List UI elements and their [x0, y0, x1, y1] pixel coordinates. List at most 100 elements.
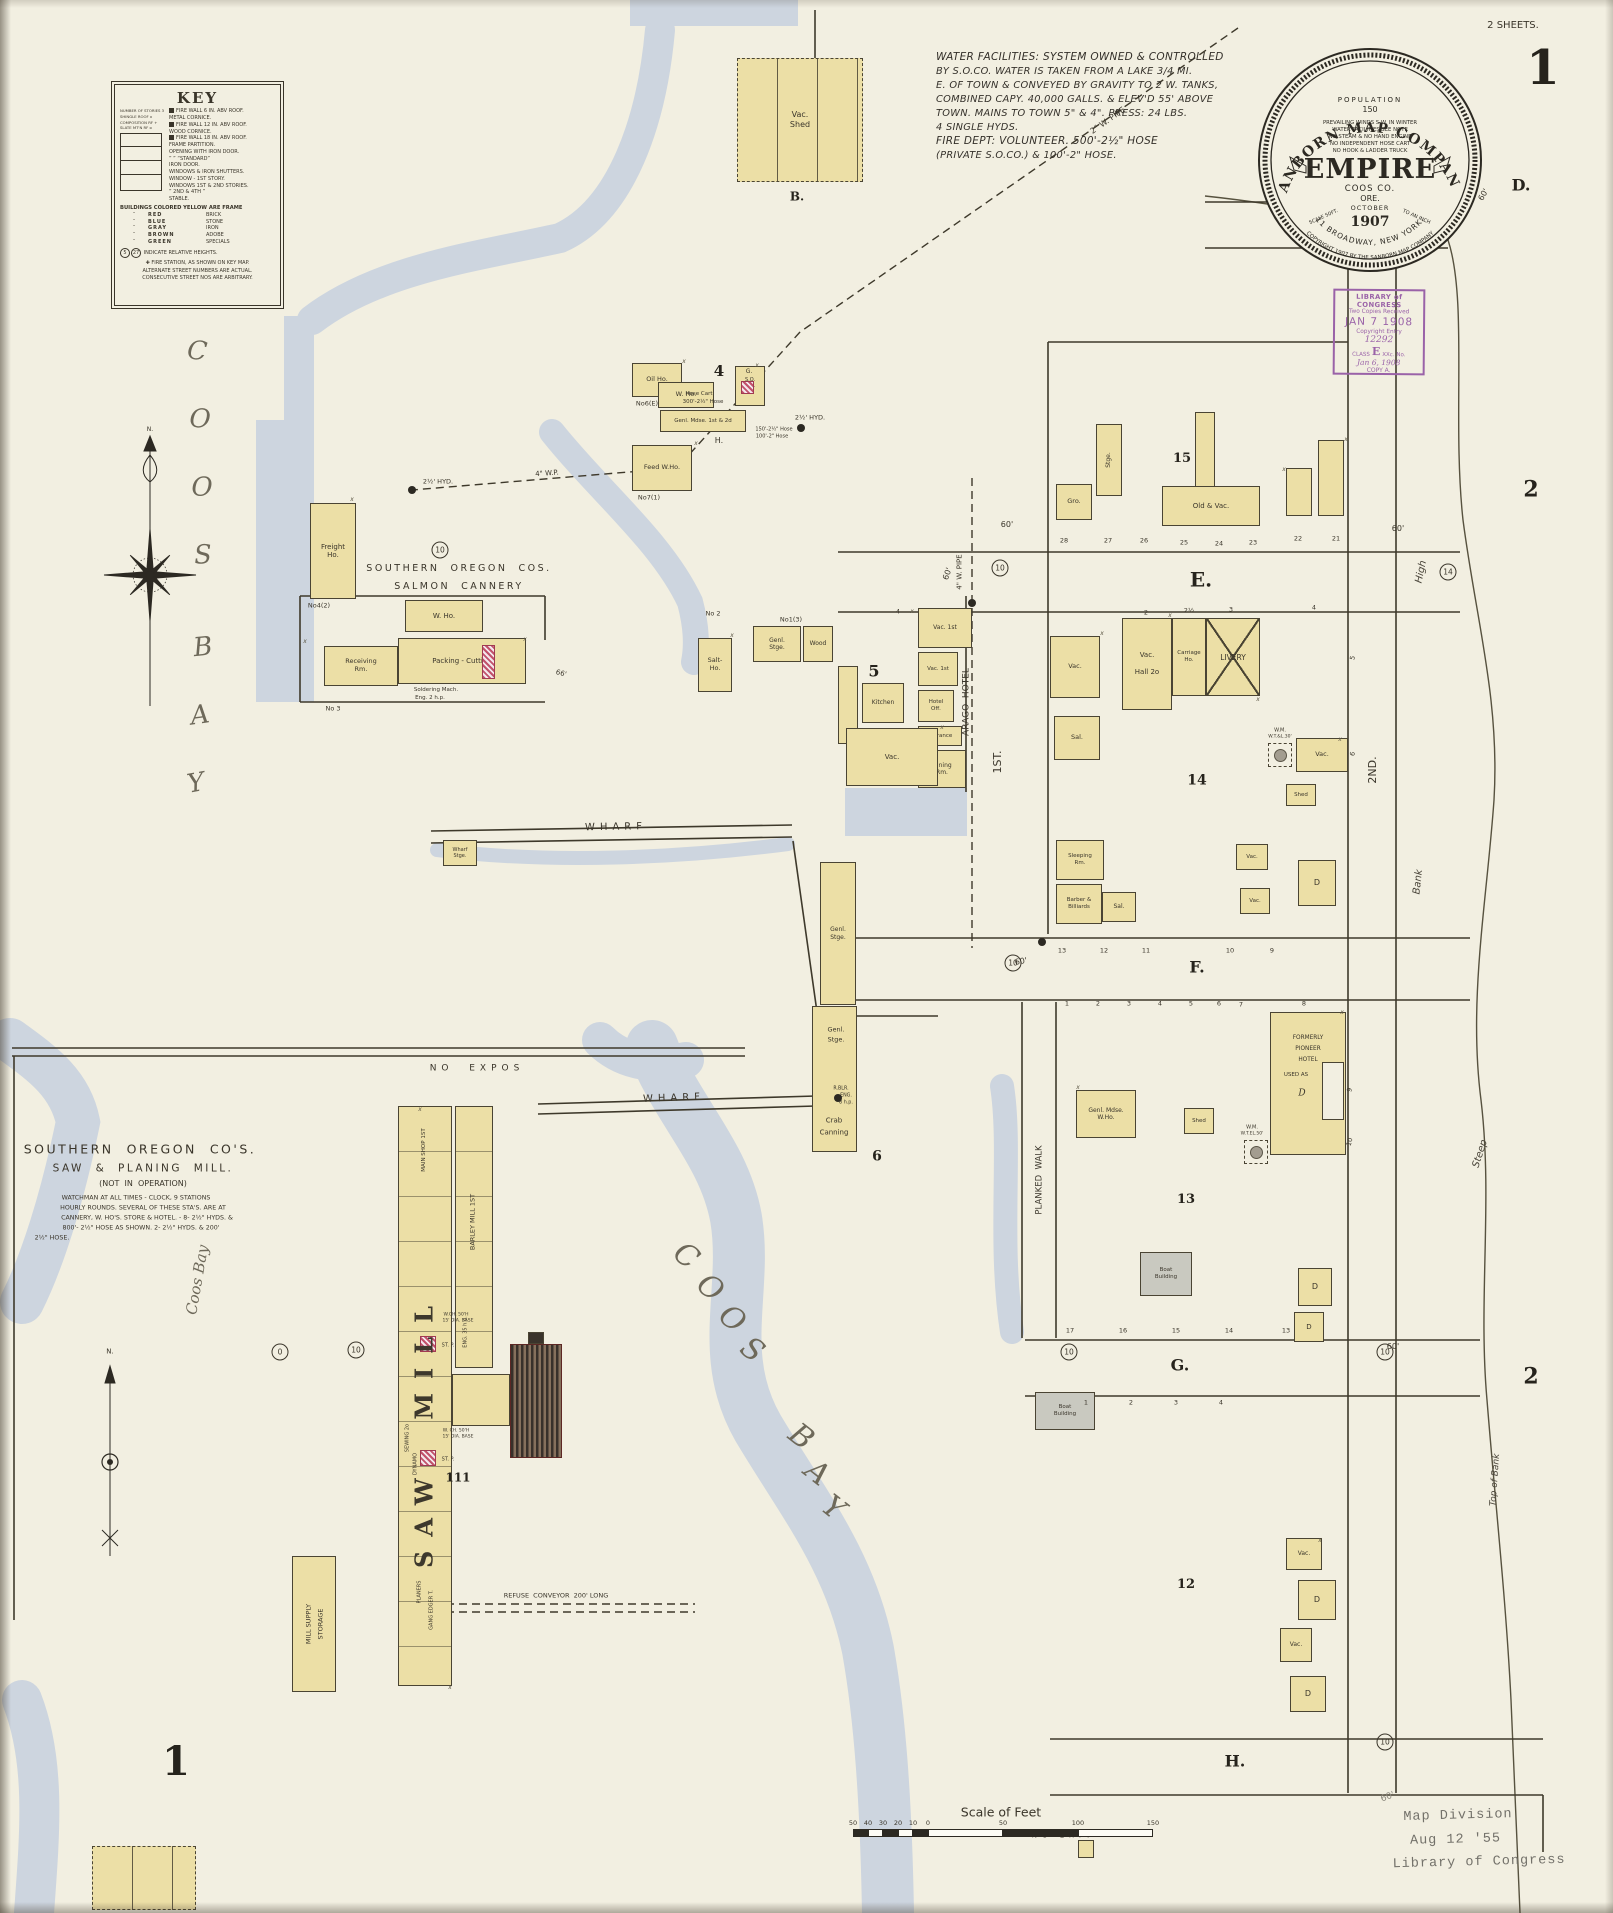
- map-label: No1(3): [779, 615, 803, 624]
- map-label: x: [1282, 465, 1286, 473]
- building: Boat Building: [1140, 1252, 1192, 1296]
- map-label: STORAGE: [316, 1608, 325, 1640]
- map-label: 10: [1225, 946, 1235, 955]
- building: Hotel Off.: [918, 690, 954, 722]
- building: Vac.: [846, 728, 938, 786]
- building: Kitchen: [862, 683, 904, 723]
- map-label: 7: [1238, 1000, 1244, 1009]
- map-label: x: [448, 1683, 452, 1691]
- scale-bar-segment: [853, 1829, 868, 1837]
- building: Wood: [803, 626, 833, 662]
- building-label: D: [1313, 878, 1321, 888]
- building-label: Vac. 1st: [933, 624, 957, 632]
- building-label: Vac.: [1289, 1641, 1303, 1649]
- map-label: C: [185, 335, 209, 368]
- map-label: ST. P.: [441, 1456, 455, 1463]
- map-label: D: [1298, 1088, 1306, 1099]
- scale-bar-segment: [1003, 1829, 1078, 1837]
- map-label: 23: [1248, 538, 1258, 547]
- compass-rose-icon: [103, 434, 197, 706]
- seal-note: NO INDEPENDENT HOSE CART: [1330, 141, 1411, 147]
- map-label: 12: [1099, 946, 1109, 955]
- building-label: Old & Vac.: [1192, 501, 1230, 510]
- water-note-line: 4 SINGLE HYDS.: [936, 121, 1019, 133]
- sanborn-seal: SANBORN MAP COMPANY. COPYRIGHT 1907 BY T…: [1258, 48, 1482, 272]
- building-label: Vac.: [1068, 662, 1082, 671]
- building-label: Hotel Off.: [928, 699, 944, 712]
- map-label: E.: [1189, 567, 1213, 592]
- map-label: 2ND.: [1366, 756, 1380, 784]
- map-label: 13: [1176, 1192, 1196, 1208]
- map-label: F.: [1189, 957, 1205, 977]
- map-label: G.: [1170, 1355, 1190, 1375]
- building: W. Ho.: [405, 600, 483, 632]
- map-label: 15' DIA. BASE: [442, 1318, 474, 1324]
- building-label: Vac. Hall 2o: [1134, 651, 1160, 677]
- map-label: D.: [1511, 175, 1531, 195]
- seal-population-label: POPULATION: [1338, 96, 1402, 104]
- map-label: 28: [1059, 536, 1069, 545]
- map-label: O: [191, 472, 213, 503]
- building-label: Salt- Ho.: [707, 656, 723, 672]
- map-label: x: [350, 495, 354, 503]
- map-label: Eng. 2 h.p.: [415, 695, 445, 702]
- map-label: 4: [1157, 999, 1163, 1008]
- map-label: x: [694, 439, 698, 447]
- building: Carriage Ho.: [1172, 618, 1206, 696]
- map-label: USED AS: [1283, 1072, 1309, 1079]
- map-label: ARAGO HOTEL: [961, 668, 972, 736]
- building-label: Sal.: [1071, 733, 1083, 742]
- library-of-congress-stamp: LIBRARY of CONGRESS Two Copies Received …: [1332, 288, 1426, 376]
- building: Sal.: [1102, 892, 1136, 922]
- map-label: x: [1318, 1536, 1322, 1544]
- map-label: 100'-2" Hose: [755, 433, 789, 440]
- building-label: Vac.: [1246, 853, 1258, 860]
- seal-population-value: 150: [1362, 105, 1377, 114]
- building: Packing - Cutting: [398, 638, 526, 684]
- key-title: KEY: [176, 89, 219, 107]
- building: Old & Vac.: [1162, 486, 1260, 526]
- building: Vac.: [1240, 888, 1270, 914]
- windmill-tank-icon: [1244, 1140, 1268, 1164]
- map-label: 14: [1224, 1326, 1234, 1335]
- map-label: 60': [1391, 523, 1405, 533]
- map-label: 4: [1218, 1398, 1224, 1407]
- map-label: DYNAMO: [412, 1452, 419, 1476]
- building: Sal.: [1054, 716, 1100, 760]
- map-label: W.T.EL.50': [1240, 1131, 1264, 1137]
- map-label: SOUTHERN OREGON CO'S.: [23, 1141, 257, 1157]
- building: Stge.: [1096, 424, 1122, 496]
- map-label: 3: [1173, 1398, 1179, 1407]
- map-label: Crab: [825, 1116, 843, 1125]
- seal-note: PREVAILING WINDS S.W. IN WINTER: [1323, 120, 1417, 126]
- map-label: 13: [1281, 1326, 1291, 1335]
- building-label: Genl. Mdse. 1st & 2d: [674, 417, 732, 424]
- map-label: 1: [162, 1738, 190, 1785]
- building-label: Vac.: [884, 752, 900, 761]
- map-label: WHARF: [642, 1091, 706, 1105]
- building-label: Freight Ho.: [320, 542, 346, 559]
- building-label: Wharf Stge.: [452, 847, 468, 859]
- map-label: x: [418, 1105, 422, 1113]
- map-label: 6: [872, 1148, 882, 1165]
- scale-bar-segment: [868, 1829, 883, 1837]
- scale-bar-title: Scale of Feet: [960, 1804, 1042, 1820]
- loc-stamp-copy: COPY A.: [1366, 366, 1391, 375]
- map-label: 2½' HYD.: [794, 413, 826, 422]
- building-label: Genl. Stge.: [830, 926, 846, 941]
- station-circle-icon: 14: [1439, 563, 1457, 581]
- map-label: CANNERY, W. HO'S. STORE & HOTEL. - 8- 2½…: [61, 1214, 233, 1222]
- map-label: 8: [1301, 999, 1307, 1008]
- building: Genl. Mdse. 1st & 2d: [660, 410, 746, 432]
- map-label: 2: [1095, 999, 1101, 1008]
- building: Gro.: [1056, 484, 1092, 520]
- building: Vac. 1st: [918, 608, 972, 648]
- map-label: N.: [146, 425, 154, 433]
- building: D: [1298, 860, 1336, 906]
- map-label: 21: [1331, 534, 1341, 543]
- scale-tick-label: 0: [925, 1819, 931, 1827]
- building: [1286, 468, 1312, 516]
- building-label: Boat Building: [1154, 1267, 1178, 1280]
- building: Shed: [1184, 1108, 1214, 1134]
